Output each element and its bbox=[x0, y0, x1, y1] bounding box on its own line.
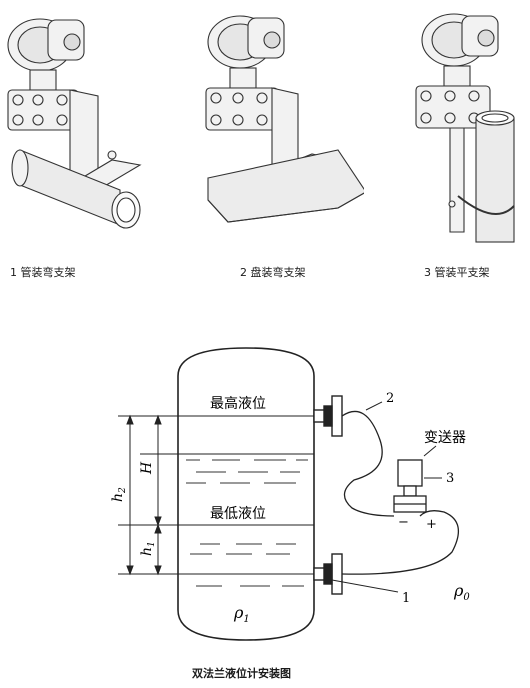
caption-pipe-bent-bracket: 1 管装弯支架 bbox=[10, 266, 76, 279]
illustration-pipe-bent-bracket bbox=[0, 0, 176, 250]
illustration-plate-bent-bracket bbox=[188, 0, 364, 250]
upper-flange bbox=[313, 395, 343, 437]
rho0-label: ρ0 bbox=[453, 581, 470, 603]
caption-plate-bent-bracket: 2 盘装弯支架 bbox=[240, 266, 306, 279]
svg-text:h1: h1 bbox=[139, 541, 157, 556]
transmitter-on-pipe-bent-bracket-drawing bbox=[7, 18, 142, 229]
transmitter-on-plate-bent-bracket-drawing bbox=[205, 15, 364, 223]
label-3: 3 bbox=[446, 471, 454, 486]
svg-text:h2: h2 bbox=[110, 487, 128, 502]
transmitter bbox=[393, 459, 427, 513]
min-level-label: 最低液位 bbox=[210, 506, 266, 522]
lower-capillary bbox=[341, 510, 460, 575]
leader-2 bbox=[365, 401, 383, 411]
minus-sign: − bbox=[398, 515, 409, 530]
liquid-dashes bbox=[186, 459, 308, 587]
lower-flange bbox=[313, 553, 343, 595]
max-level-label: 最高液位 bbox=[210, 395, 266, 412]
h1-label: h1 bbox=[139, 541, 157, 556]
transmitter-on-pipe-flat-bracket-drawing bbox=[415, 13, 515, 243]
caption-pipe-flat-bracket: 3 管装平支架 bbox=[424, 266, 490, 279]
leader-transmitter bbox=[423, 445, 437, 457]
h2-label: h2 bbox=[110, 487, 128, 502]
upper-capillary bbox=[341, 410, 395, 517]
label-2: 2 bbox=[386, 391, 394, 406]
H-label: H bbox=[139, 461, 155, 475]
transmitter-label: 变送器 bbox=[424, 430, 466, 446]
illustration-pipe-flat-bracket bbox=[354, 0, 530, 250]
vessel-outline bbox=[177, 347, 315, 641]
leader-1 bbox=[331, 579, 399, 593]
svg-text:H: H bbox=[139, 461, 155, 475]
rho1-label: ρ1 bbox=[233, 603, 250, 625]
diagram-title: 双法兰液位计安装图 bbox=[192, 667, 291, 680]
installation-diagram: 最高液位 最低液位 变送器 2 3 1 − + h2 H h1 ρ1 ρ0 bbox=[110, 347, 470, 641]
label-1: 1 bbox=[402, 591, 410, 606]
plus-sign: + bbox=[426, 517, 437, 532]
